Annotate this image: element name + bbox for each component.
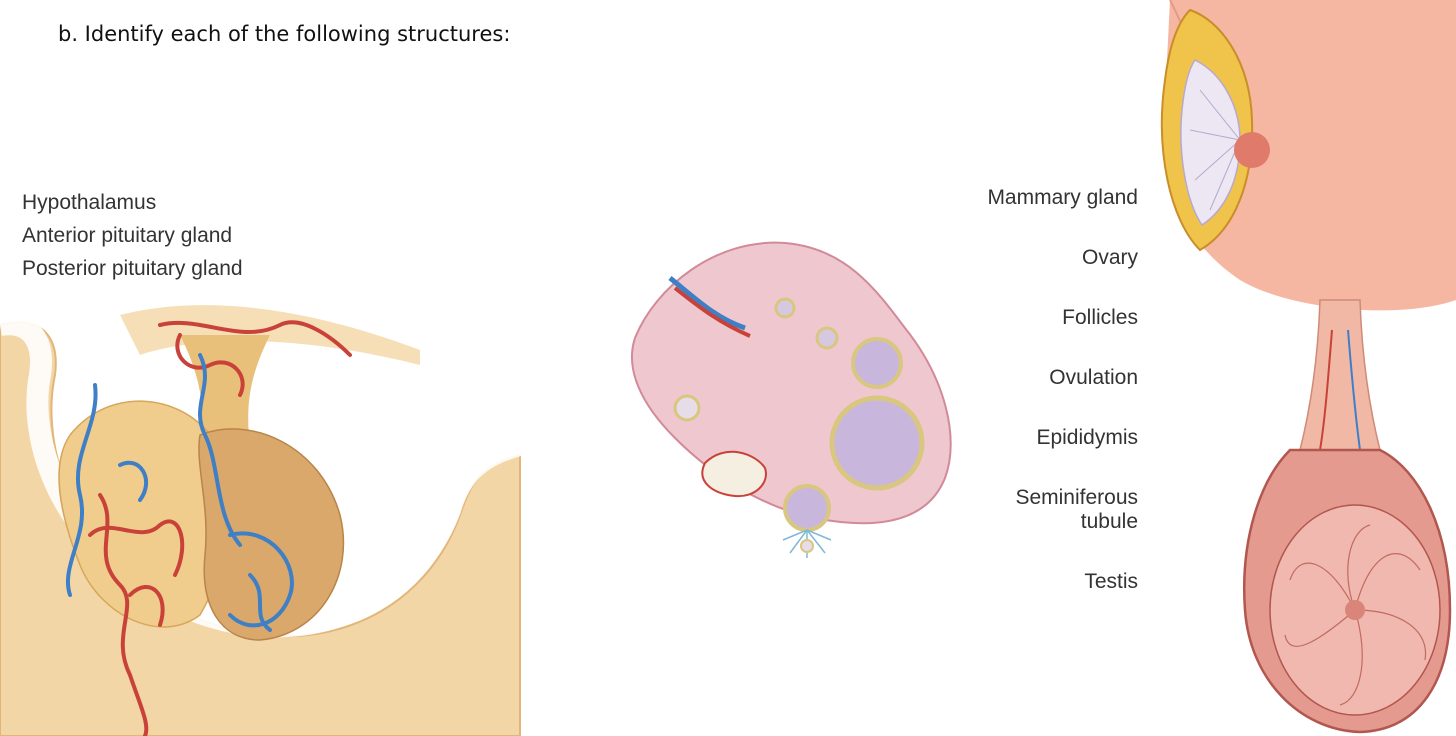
posterior-pituitary-shape — [199, 429, 344, 640]
areola — [1234, 132, 1270, 168]
ovary-illustration — [615, 228, 965, 583]
follicle-small-2 — [776, 299, 794, 317]
label-hypothalamus: Hypothalamus — [22, 186, 243, 219]
follicle-small-3 — [675, 396, 699, 420]
follicle-medium — [853, 339, 901, 387]
mammary-gland-illustration — [1140, 0, 1456, 320]
label-anterior-pituitary: Anterior pituitary gland — [22, 219, 243, 252]
spermatic-cord — [1300, 300, 1380, 450]
follicle-small-1 — [817, 328, 837, 348]
testis-illustration — [1220, 300, 1456, 736]
label-posterior-pituitary: Posterior pituitary gland — [22, 252, 243, 285]
corpus-luteum — [702, 452, 766, 496]
question-prompt: b. Identify each of the following struct… — [58, 22, 510, 46]
pituitary-labels: Hypothalamus Anterior pituitary gland Po… — [22, 186, 243, 285]
follicle-ruptured — [785, 486, 829, 530]
label-mammary-gland: Mammary gland — [900, 186, 1138, 210]
follicle-large — [832, 398, 922, 488]
pituitary-illustration — [0, 295, 520, 736]
hypothalamus-region — [120, 305, 420, 365]
